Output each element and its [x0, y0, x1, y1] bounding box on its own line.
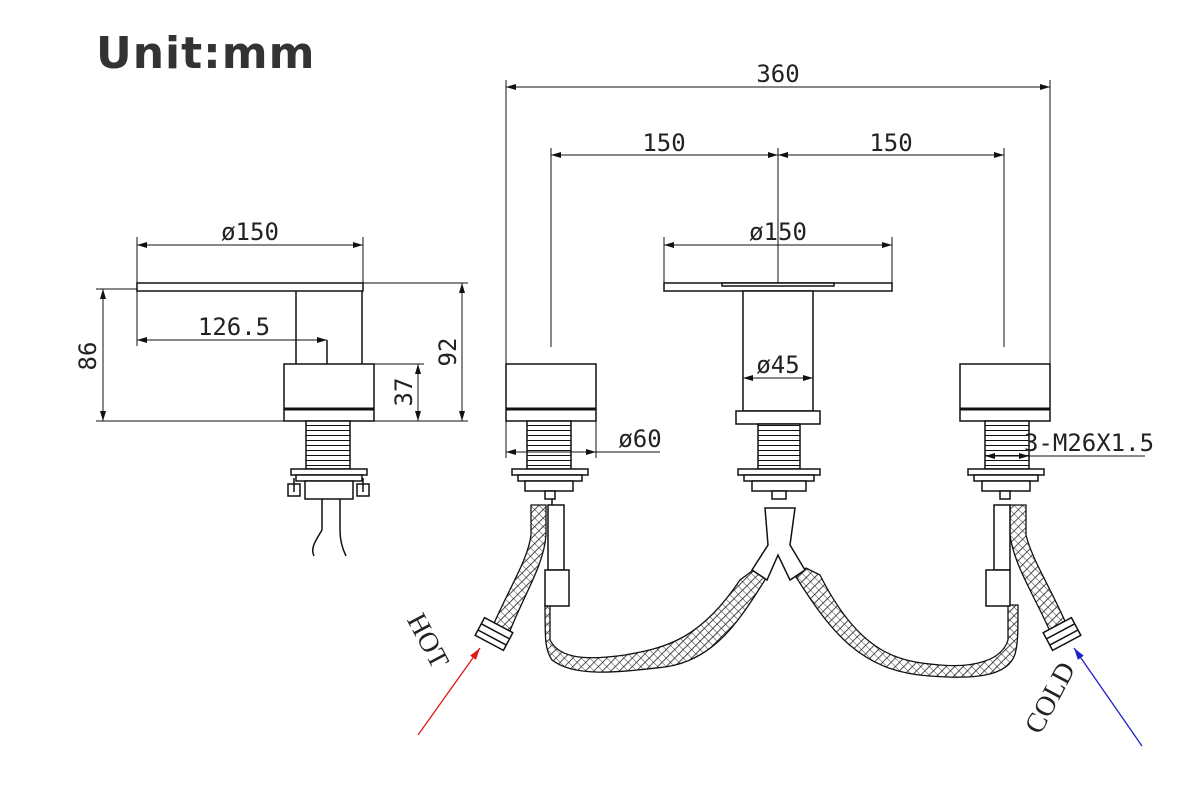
dim-spout-plate: ø150	[749, 218, 807, 246]
dim-side-height-86: 86	[74, 342, 102, 371]
right-mix-hose	[795, 567, 1019, 678]
spout	[663, 282, 893, 582]
dim-side-height-92: 92	[434, 338, 462, 367]
cold-arrow	[1073, 647, 1143, 747]
front-dimensions	[505, 80, 1145, 459]
dim-side-reach: 126.5	[198, 313, 270, 341]
dim-handle-dia: ø60	[618, 425, 661, 453]
side-body	[283, 363, 375, 422]
front-view	[474, 282, 1082, 652]
cold-handle	[959, 363, 1082, 652]
hot-label: HOT	[400, 608, 454, 673]
dim-side-body-37: 37	[390, 378, 418, 407]
side-plate	[136, 282, 364, 292]
dim-spacing-left: 150	[642, 129, 685, 157]
dim-spout-stem: ø45	[756, 351, 799, 379]
dim-thread-spec: 3-M26X1.5	[1024, 429, 1154, 457]
hot-supply-hose	[491, 504, 547, 637]
unit-title: Unit:mm	[96, 28, 316, 79]
side-thread	[305, 420, 351, 470]
hot-handle	[474, 363, 597, 652]
dim-spacing-right: 150	[869, 129, 912, 157]
cold-label: COLD	[1019, 657, 1082, 739]
hoses	[491, 504, 1069, 678]
dim-overall-width: 360	[756, 60, 799, 88]
cold-supply-hose	[1009, 504, 1069, 637]
hot-arrow	[417, 647, 481, 736]
side-view	[136, 282, 375, 557]
dim-side-plate: ø150	[221, 218, 279, 246]
left-mix-hose	[544, 567, 769, 673]
side-dimensions	[96, 237, 468, 422]
